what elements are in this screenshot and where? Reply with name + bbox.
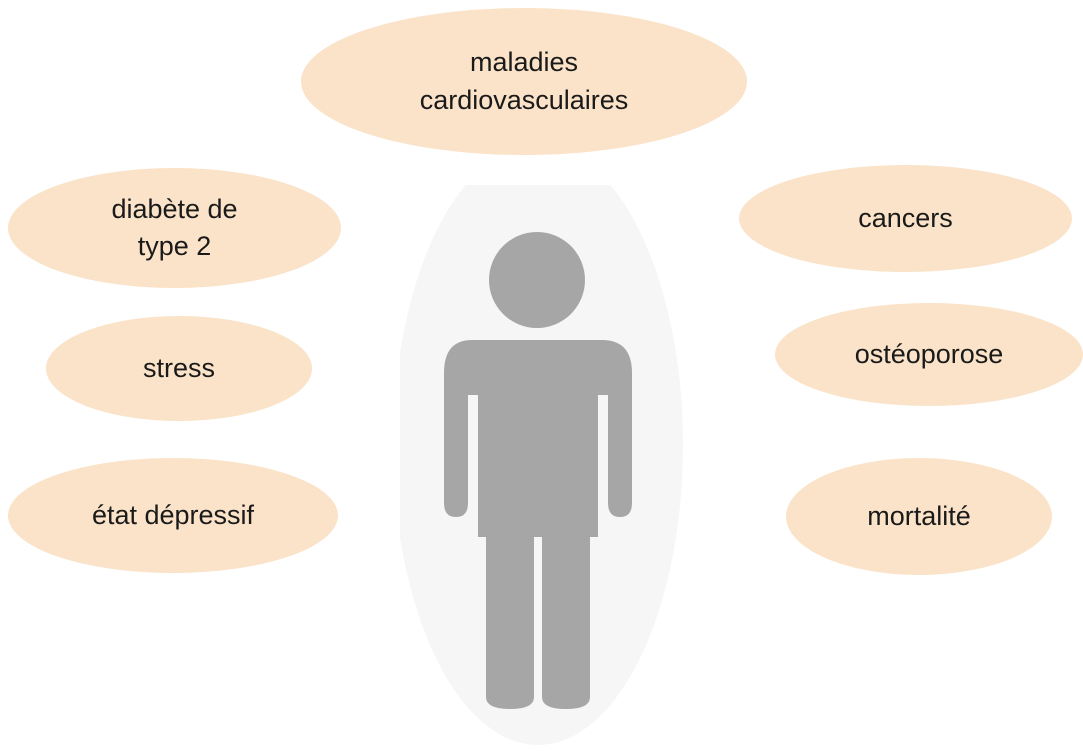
risk-diabetes: diabète de type 2	[8, 168, 341, 288]
person-icon	[400, 185, 683, 745]
person-figure	[400, 185, 690, 751]
risk-cancers: cancers	[739, 165, 1072, 272]
risk-osteoporosis: ostéoporose	[775, 303, 1083, 406]
risk-cardiovascular: maladies cardiovasculaires	[301, 8, 747, 155]
person-silhouette	[444, 232, 632, 709]
risk-mortality: mortalité	[786, 458, 1052, 575]
risk-depression: état dépressif	[8, 458, 338, 573]
risk-stress: stress	[46, 316, 312, 421]
